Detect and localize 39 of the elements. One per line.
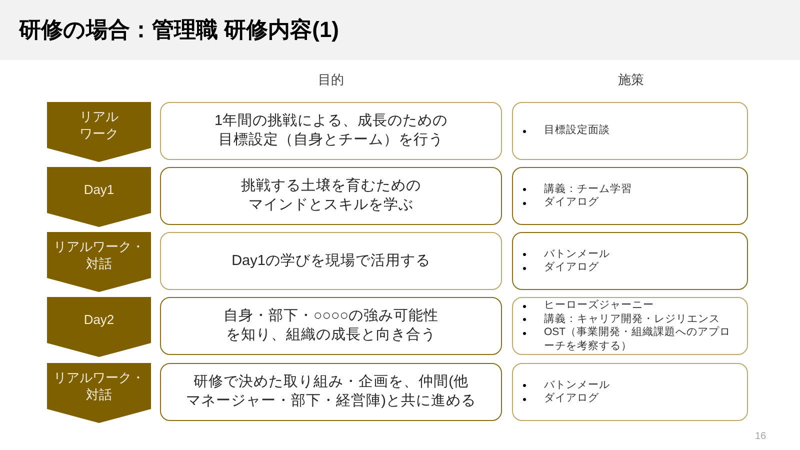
- step-label: リアルワーク・対話: [52, 238, 146, 272]
- bullet-item: ヒーローズジャーニー: [521, 299, 654, 312]
- column-header: 目的: [318, 71, 344, 89]
- goal-text: 挑戦する土壌を育むためのマインドとスキルを学ぶ: [240, 177, 422, 215]
- step-label: Day1: [84, 181, 114, 198]
- bullet-item: OST（事業開発・組織課題へのアプローチを考察する）: [521, 326, 739, 353]
- bullet-item: バトンメール: [521, 248, 610, 261]
- bullet-item: ダイアログ: [521, 392, 599, 406]
- column-header: 施策: [618, 71, 644, 89]
- bullet-item: 講義：チーム学習: [521, 182, 632, 196]
- chevron-step: [47, 297, 151, 357]
- goal-card: [160, 167, 502, 225]
- bullet-item: ダイアログ: [521, 196, 599, 210]
- step-label: リアルワーク・対話: [52, 368, 146, 403]
- step-label: Day2: [84, 311, 114, 328]
- goal-text: 自身・部下・○○○○の強み可能性を知り、組織の成長と向き合う: [222, 307, 440, 345]
- goal-text: 研修で決めた取り組み・企画を、仲間(他マネージャー・部下・経営陣)と共に進める: [185, 373, 477, 411]
- goal-card: [160, 232, 502, 290]
- goal-text: 1年間の挑戦による、成長のための目標設定（自身とチーム）を行う: [213, 112, 449, 150]
- measure-card: [512, 167, 748, 225]
- goal-card: [160, 102, 502, 160]
- measure-card: [512, 297, 748, 355]
- chevron-step: [47, 167, 151, 227]
- step-label: リアルワーク: [78, 108, 120, 142]
- slide-title: 研修の場合：管理職 研修内容(1): [19, 16, 339, 44]
- goal-text: Day1の学びを現場で活用する: [232, 252, 430, 270]
- measure-card: [512, 102, 748, 160]
- bullet-item: 目標設定面談: [521, 124, 610, 138]
- bullet-item: 講義：キャリア開発・レジリエンス: [521, 312, 720, 326]
- goal-card: [160, 363, 502, 421]
- measure-card: [512, 363, 748, 421]
- chevron-step: [47, 102, 151, 162]
- goal-card: [160, 297, 502, 355]
- bullet-item: バトンメール: [521, 378, 610, 392]
- chevron-step: [47, 363, 151, 423]
- bullet-item: ダイアログ: [521, 261, 599, 274]
- page-number: 16: [755, 430, 766, 443]
- measure-card: [512, 232, 748, 290]
- chevron-step: [47, 232, 151, 292]
